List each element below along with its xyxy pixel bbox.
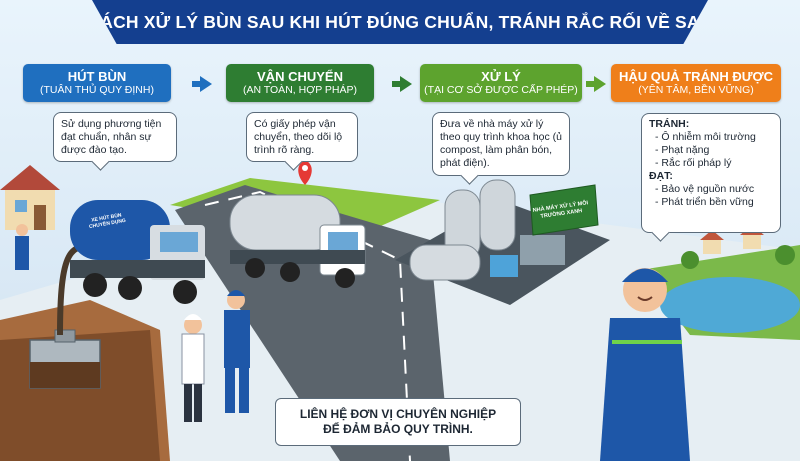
step-subtitle: (AN TOÀN, HỢP PHÁP) [242,84,358,96]
bubble-treatment: Đưa về nhà máy xử lý theo quy trình khoa… [432,112,570,176]
gain-item: - Phát triển bền vững [655,196,754,208]
avoid-item: - Ô nhiễm môi trường [655,131,756,143]
page-title: CÁCH XỬ LÝ BÙN SAU KHI HÚT ĐÚNG CHUẨN, T… [87,11,713,32]
tanker-truck [229,194,366,288]
step-subtitle: (TẠI CƠ SỞ ĐƯỢC CẤP PHÉP) [424,84,578,96]
arrow-right-icon [392,76,412,92]
step-subtitle: (TUÂN THỦ QUY ĐỊNH) [40,84,154,96]
arrow-right-icon [586,76,606,92]
step-title: HẬU QUẢ TRÁNH ĐƯỢC [618,69,774,84]
step-outcome: HẬU QUẢ TRÁNH ĐƯỢC (YÊN TÂM, BỀN VỮNG) [611,64,781,102]
worker-left [15,224,29,270]
title-banner: CÁCH XỬ LÝ BÙN SAU KHI HÚT ĐÚNG CHUẨN, T… [92,0,708,44]
step-title: XỬ LÝ [481,69,521,84]
treatment-plant [395,179,610,305]
contact-box: LIÊN HỆ ĐƠN VỊ CHUYÊN NGHIỆP ĐỂ ĐẢM BẢO … [275,398,521,446]
bubble-outcome: TRÁNH: - Ô nhiễm môi trường - Phạt nặng … [641,113,781,233]
avoid-label: TRÁNH: [649,118,690,130]
vacuum-truck [70,200,205,304]
worker-blue [224,290,250,413]
contact-line-1: LIÊN HỆ ĐƠN VỊ CHUYÊN NGHIỆP [299,407,497,421]
avoid-item: - Rắc rối pháp lý [655,157,732,169]
bubble-suction: Sử dụng phương tiện đạt chuẩn, nhân sự đ… [53,112,177,162]
arrow-right-icon [192,76,212,92]
bubble-transport: Có giấy phép vận chuyển, theo dõi lộ trì… [246,112,358,162]
contact-line-2: ĐỂ ĐẢM BẢO QUY TRÌNH. [323,422,473,436]
step-treatment: XỬ LÝ (TẠI CƠ SỞ ĐƯỢC CẤP PHÉP) [420,64,582,102]
house-left [0,165,60,230]
septic-tank [29,329,101,389]
location-pin-icon [298,160,312,185]
gain-label: ĐẠT: [649,170,673,182]
village-pond [640,225,800,340]
worker-supervisor [181,314,205,422]
step-title: HÚT BÙN [67,69,127,84]
step-suction: HÚT BÙN (TUÂN THỦ QUY ĐỊNH) [23,64,171,102]
avoid-item: - Phạt nặng [655,144,710,156]
step-transport: VẬN CHUYỂN (AN TOÀN, HỢP PHÁP) [226,64,374,102]
step-title: VẬN CHUYỂN [257,69,343,84]
step-subtitle: (YÊN TÂM, BỀN VỮNG) [638,84,754,96]
worker-smiling-foreground [600,268,690,461]
gain-item: - Bảo vệ nguồn nước [655,183,755,195]
